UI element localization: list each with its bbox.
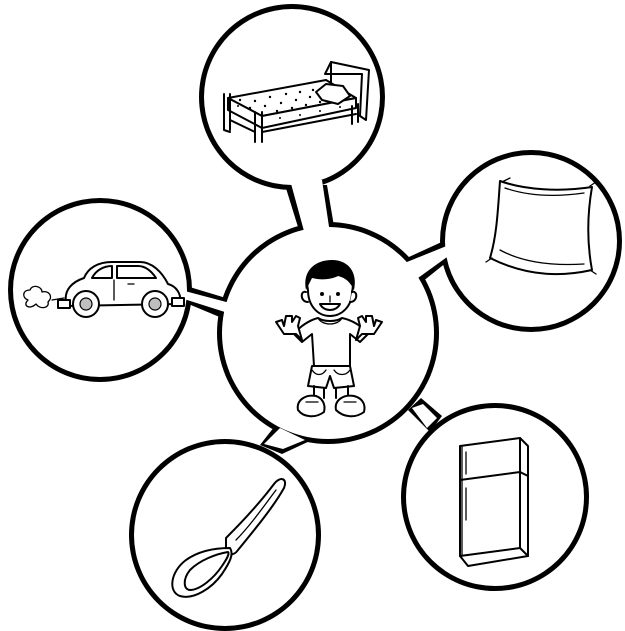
refrigerator-picture [460, 438, 528, 566]
pillow-picture [486, 178, 596, 274]
